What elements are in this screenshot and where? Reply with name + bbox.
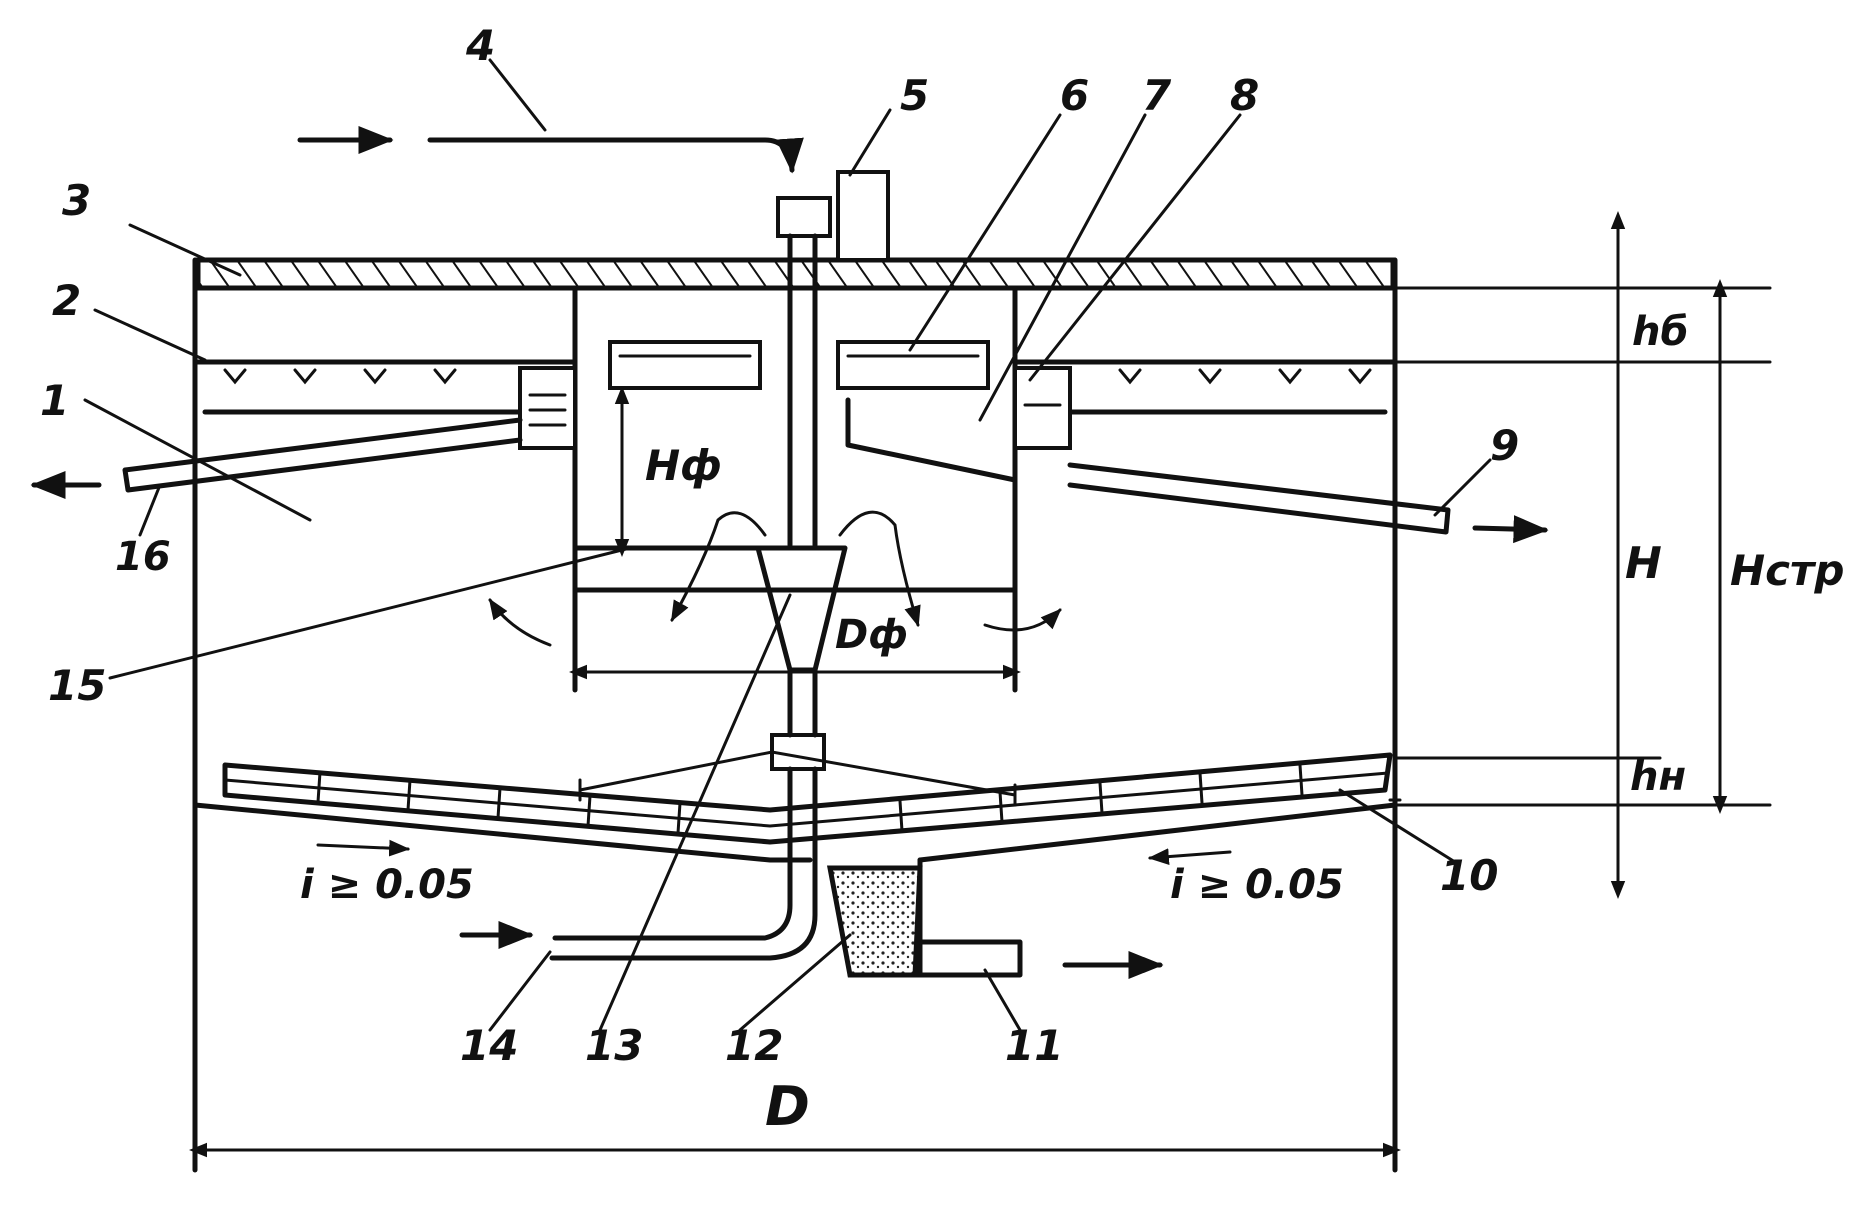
label-6: 6 [1060,71,1089,120]
tray-teeth-right [1118,368,1372,385]
dimension-lines [1393,211,1772,899]
label-3: 3 [62,176,91,225]
dim-H-f: Hф [645,441,722,490]
dim-D-f: Dф [835,612,908,658]
label-12: 12 [725,1021,783,1070]
dim-H-str: Hстр [1730,546,1844,595]
drive-motor [836,170,890,262]
sludge-pit [826,857,923,978]
roof-slab [195,257,1396,291]
label-14: 14 [460,1021,518,1070]
part-labels: 3 2 1 4 5 6 7 8 9 10 11 12 13 14 15 16 [40,21,1519,1070]
label-7: 7 [1142,71,1172,120]
scraper-truss [578,750,1017,807]
inner-dimension-lines [569,386,1021,680]
label-5: 5 [900,71,929,120]
flocculation-chamber [572,285,1018,693]
label-8: 8 [1230,71,1259,120]
slope-labels: i ≥ 0.05 i ≥ 0.05 [300,862,1344,908]
label-4: 4 [465,21,495,70]
collection-boxes [518,366,1072,450]
dim-H: H [1625,538,1662,589]
tank-walls [192,257,1398,1173]
water-inlet-pipe [459,766,818,961]
inlet-pipe [297,126,832,548]
flow-arrows [488,510,1062,647]
peripheral-tray [192,359,1398,415]
tank-bottom [192,798,1402,863]
distribution-boxes [608,340,990,390]
slope-arrows [316,839,1232,865]
bottom-grates [222,752,1393,845]
slope-left-label: i ≥ 0.05 [300,862,474,908]
label-13: 13 [585,1021,643,1070]
dim-h-b: hб [1632,309,1688,355]
label-2: 2 [52,276,81,325]
label-15: 15 [48,661,106,710]
sludge-pipe [847,939,1164,979]
dim-h-n: hн [1630,754,1686,800]
label-11: 11 [1005,1021,1063,1070]
slope-right-label: i ≥ 0.05 [1170,862,1344,908]
label-10: 10 [1440,851,1498,900]
central-cone [755,545,848,771]
label-16: 16 [115,534,171,580]
tray-teeth-left [223,368,457,385]
leader-lines [83,58,1492,1032]
label-1: 1 [40,376,69,425]
outlet-pipe-left [30,417,523,499]
label-9: 9 [1490,421,1519,470]
dim-D: D [765,1075,810,1138]
inner-baffle [845,397,1018,483]
dimension-labels: hб hн H Hстр Hф Dф D [645,309,1844,1138]
outlet-pipe-right [1067,462,1549,544]
